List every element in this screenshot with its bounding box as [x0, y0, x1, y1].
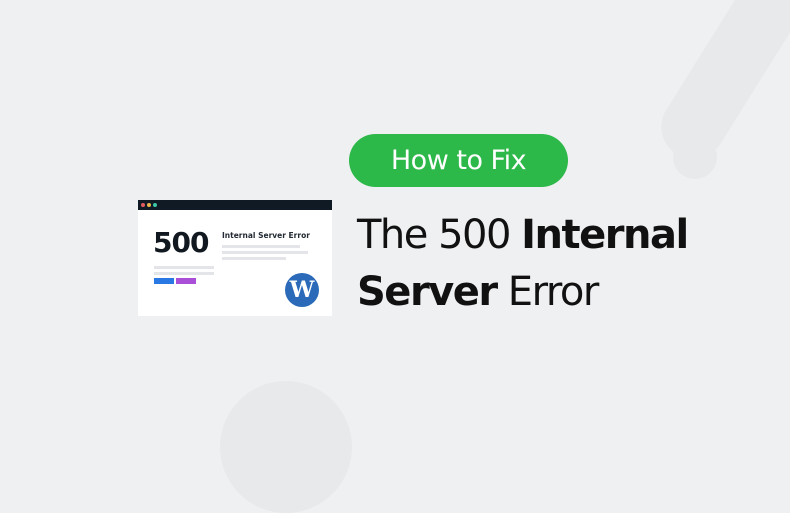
title-line-1: The 500 Internal [357, 207, 689, 264]
decorative-exclamation-dot [673, 135, 717, 179]
placeholder-button-purple [176, 278, 196, 284]
error-title: Internal Server Error [222, 231, 310, 240]
window-close-dot-icon [141, 203, 145, 207]
placeholder-line [222, 245, 300, 248]
title-bold-text: Server [357, 269, 498, 315]
decorative-circle [220, 381, 352, 513]
placeholder-line [154, 272, 214, 275]
browser-mockup: 500 Internal Server Error W [138, 200, 332, 316]
placeholder-line [222, 251, 308, 254]
title-bold-text: Internal [521, 212, 689, 258]
title-text: The 500 [357, 212, 522, 258]
browser-titlebar [138, 200, 332, 210]
window-maximize-dot-icon [153, 203, 157, 207]
title-text: Error [496, 269, 600, 315]
placeholder-button-blue [154, 278, 174, 284]
window-minimize-dot-icon [147, 203, 151, 207]
wordpress-logo-icon: W [285, 273, 319, 307]
how-to-fix-badge: How to Fix [349, 134, 568, 187]
placeholder-line [222, 257, 286, 260]
title-line-2: Server Error [357, 264, 688, 321]
page-title: The 500 Internal Server Error [357, 207, 689, 321]
error-code: 500 [153, 226, 209, 259]
decorative-exclamation-stroke [649, 0, 790, 172]
placeholder-line [154, 266, 214, 269]
